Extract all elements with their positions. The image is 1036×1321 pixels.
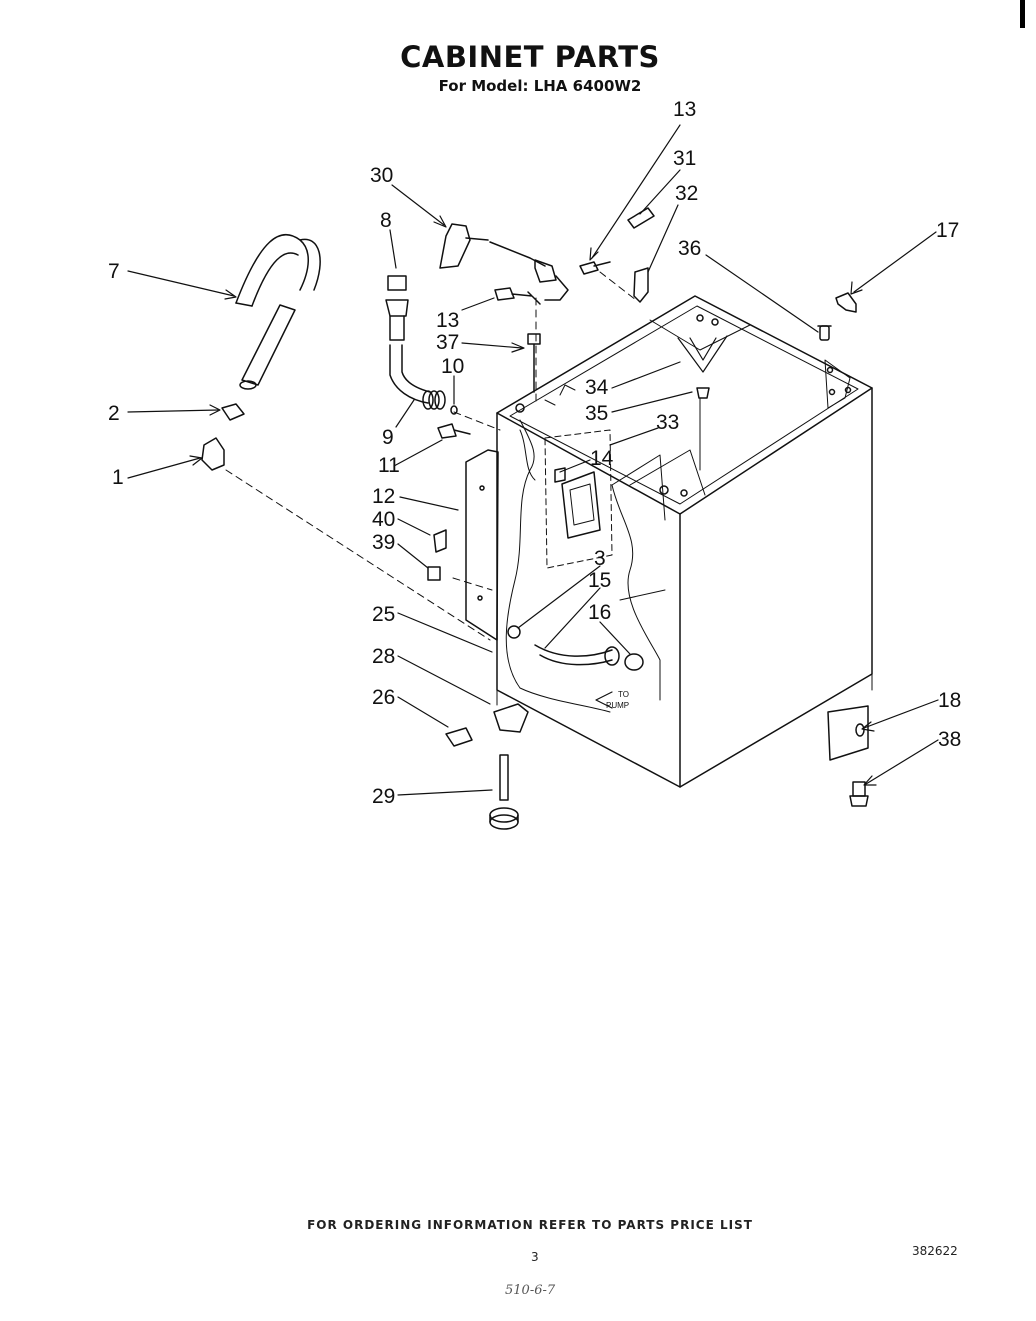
callout-12: 12 [372, 485, 395, 508]
callout-34: 34 [585, 376, 609, 399]
callout-35: 35 [585, 402, 608, 425]
part-2-clamp [221, 403, 245, 421]
callout-25: 25 [372, 603, 395, 626]
part-31-bracket [633, 267, 649, 303]
callout-13-top: 13 [673, 98, 696, 121]
callout-labels: 7 2 1 30 8 13 37 10 9 11 12 40 39 25 28 … [108, 98, 961, 808]
callout-11: 11 [378, 454, 400, 477]
handwritten-note: 510-6-7 [505, 1283, 556, 1298]
part-17-clip [835, 292, 857, 313]
callout-7: 7 [108, 260, 120, 283]
cabinet-body [496, 295, 873, 788]
callout-15: 15 [588, 569, 611, 592]
callout-36: 36 [678, 237, 701, 260]
callout-28: 28 [372, 645, 395, 668]
model-subtitle: For Model: LHA 6400W2 [438, 77, 642, 95]
part-13-screw-top [579, 261, 611, 275]
callout-29: 29 [372, 785, 395, 808]
callout-26: 26 [372, 686, 395, 709]
callout-30: 31 [673, 147, 696, 170]
callout-8: 8 [380, 209, 392, 232]
to-pump-line-2: PUMP [606, 701, 629, 710]
part-10-connector [422, 390, 458, 415]
part-16-clamp [624, 653, 644, 671]
callout-1: 1 [112, 466, 124, 489]
part-28-leg-bracket [493, 703, 529, 733]
callout-38: 38 [938, 728, 961, 751]
leader-lines [127, 124, 939, 796]
part-14-switch [544, 429, 613, 569]
part-34-bracket [677, 335, 728, 373]
part-39-plug [427, 566, 441, 581]
part-29-leveling-leg [489, 754, 519, 830]
part-13-screw-mid [494, 287, 541, 305]
callout-40: 40 [372, 508, 395, 531]
document-number: 382622 [912, 1244, 958, 1258]
part-3-clamp [507, 625, 521, 639]
callout-17: 17 [936, 219, 959, 242]
part-18-bracket [827, 705, 869, 761]
part-11-screw [437, 423, 471, 439]
to-pump-line-1: TO [618, 690, 629, 699]
part-7-hose [235, 234, 321, 390]
part-12-panel [465, 449, 499, 641]
callout-14: 14 [590, 447, 614, 470]
part-35-grommet [696, 387, 710, 399]
callout-3: 3 [594, 547, 606, 570]
part-26-clip [445, 727, 473, 747]
page-edge-mark [1020, 0, 1025, 28]
page-number: 3 [531, 1250, 539, 1264]
callout-37: 37 [436, 331, 459, 354]
part-1-elbow [201, 437, 225, 471]
callout-2: 2 [108, 402, 120, 425]
callout-39: 39 [372, 531, 395, 554]
callout-18: 18 [938, 689, 961, 712]
page-title: CABINET PARTS [400, 40, 660, 74]
part-37-screw [527, 333, 541, 393]
callout-16: 16 [588, 601, 611, 624]
callout-32: 30 [370, 164, 393, 187]
callout-33: 33 [656, 411, 679, 434]
part-8-fitting [385, 275, 409, 341]
callout-13-mid: 13 [436, 309, 459, 332]
part-15-hose [534, 644, 613, 666]
part-38-screw [849, 781, 869, 807]
part-40-clip [433, 529, 447, 553]
ordering-info-note: FOR ORDERING INFORMATION REFER TO PARTS … [307, 1218, 753, 1232]
callout-9: 9 [382, 426, 394, 449]
callout-31: 32 [675, 182, 698, 205]
callout-10: 10 [441, 355, 464, 378]
part-36-pin [817, 325, 832, 341]
part-30-label [627, 207, 655, 229]
part-32-harness [439, 223, 569, 301]
